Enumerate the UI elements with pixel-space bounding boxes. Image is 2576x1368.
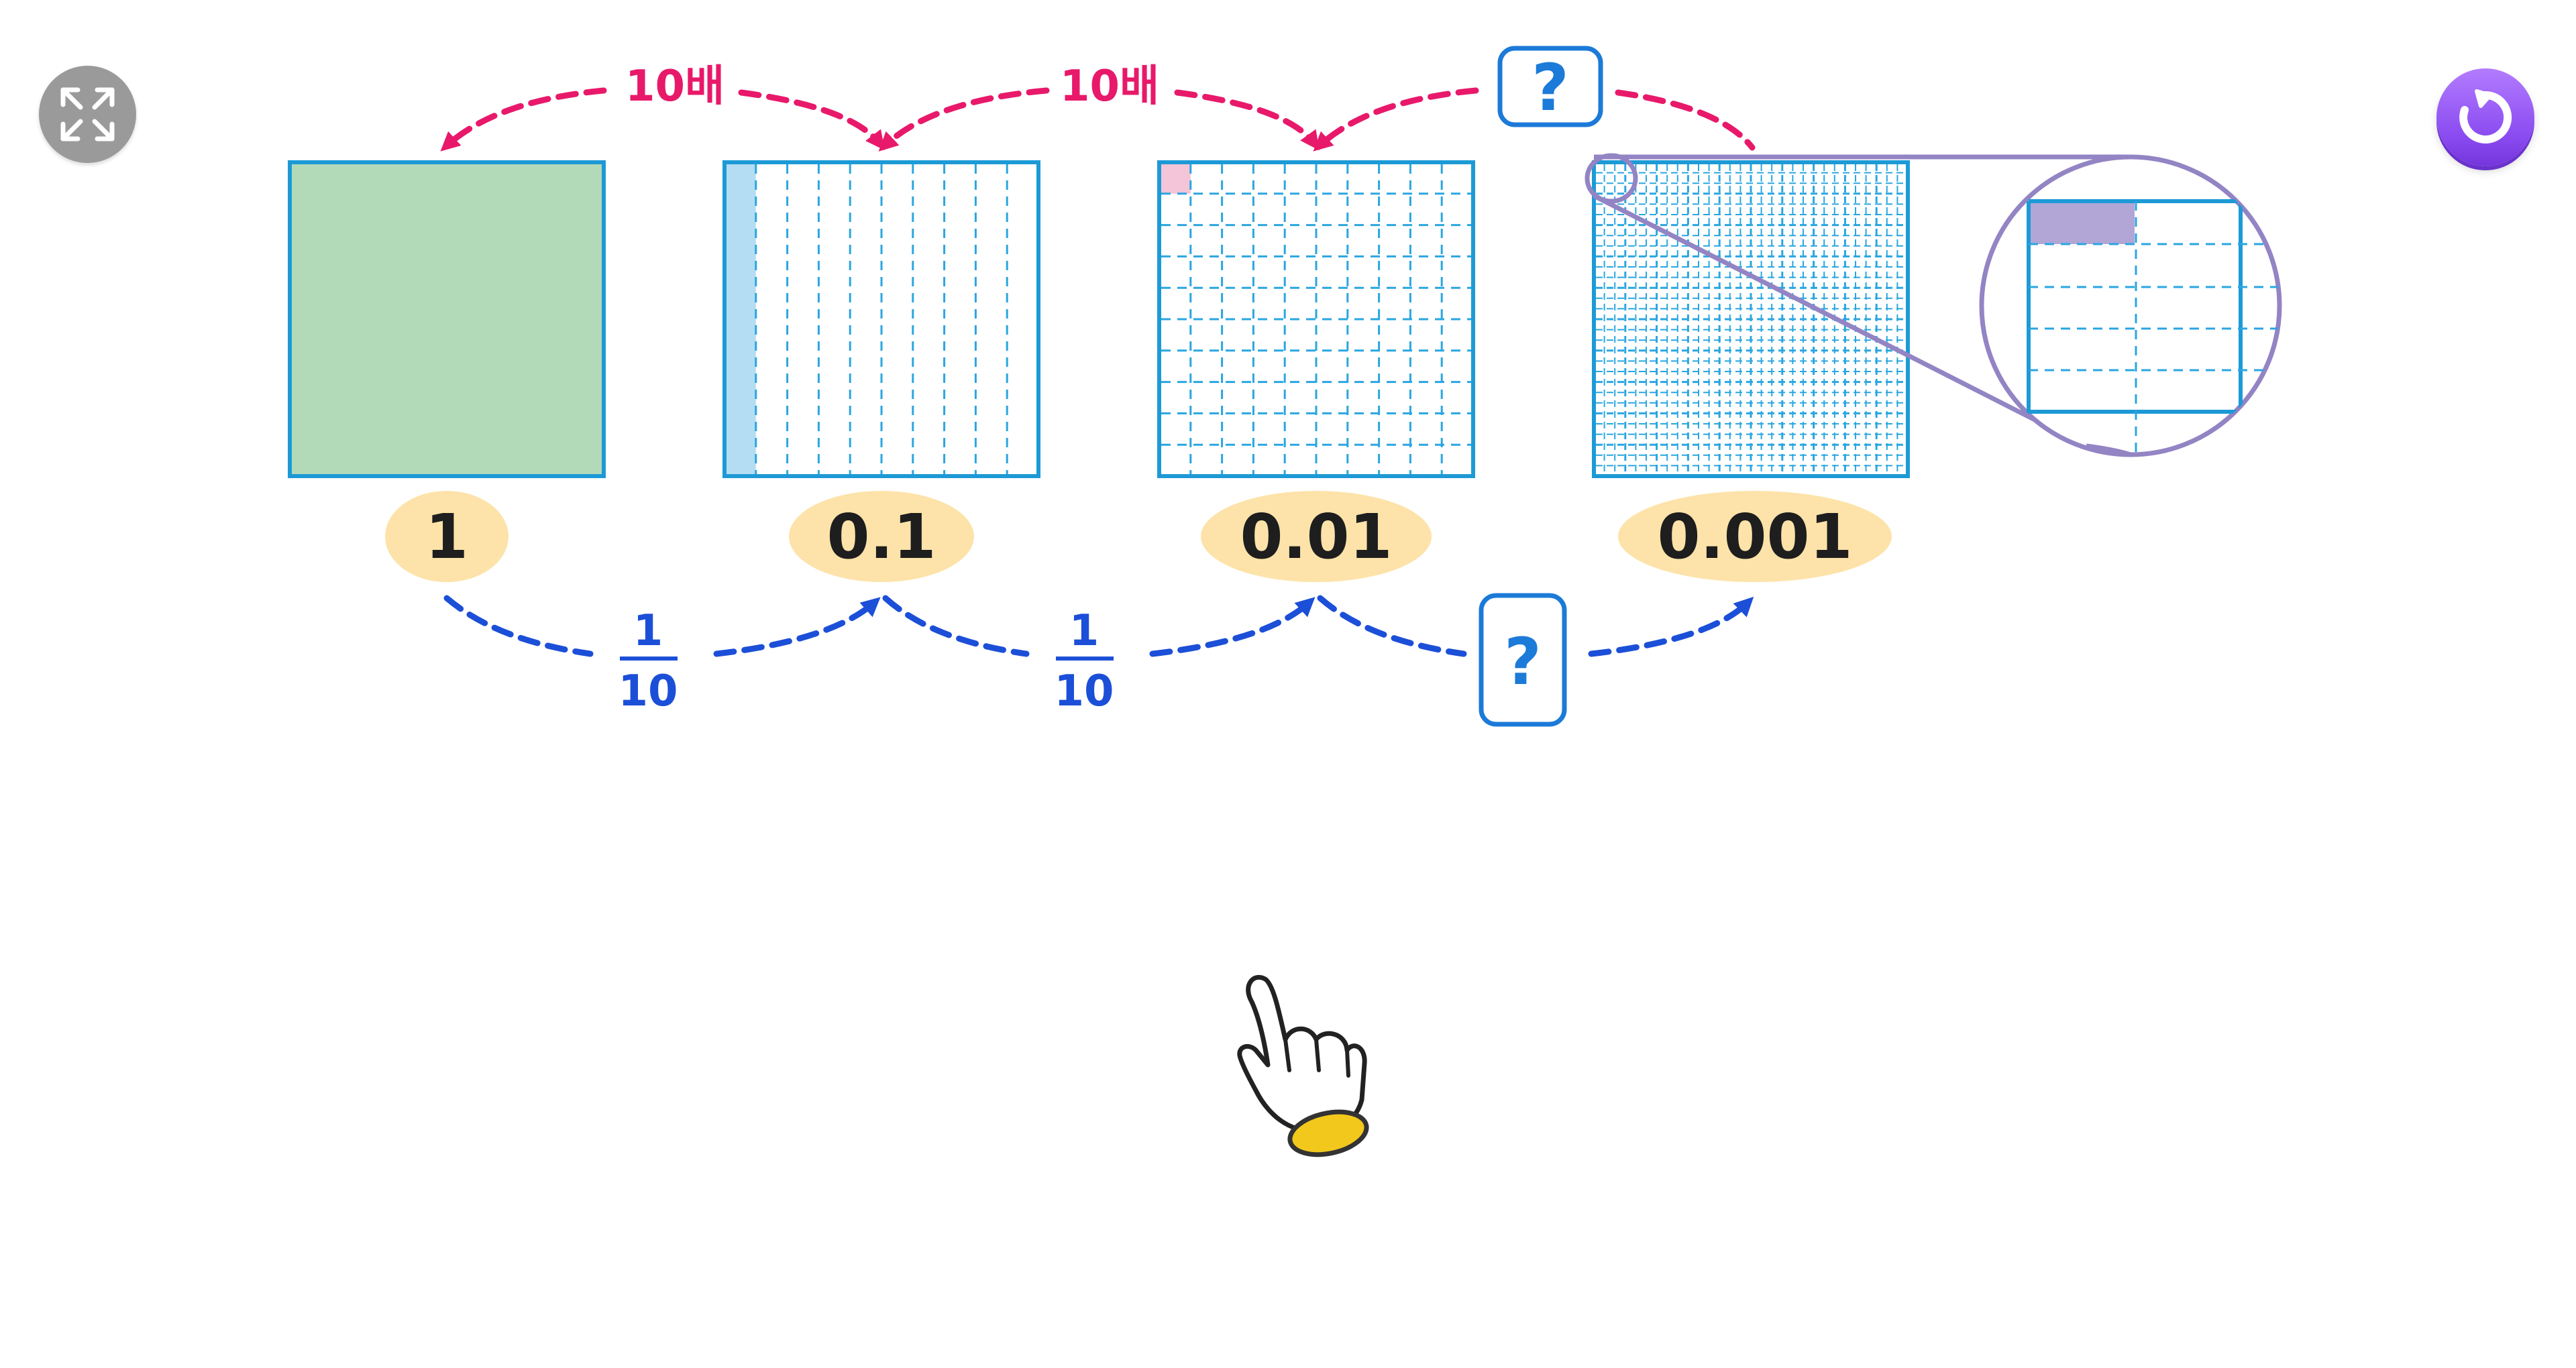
times-unknown-box[interactable]: ? [1497, 46, 1603, 127]
times-arrow-1 [440, 87, 607, 152]
thousandths-dense-lines [1596, 164, 1906, 474]
magnified-shaded-cell [2029, 203, 2135, 244]
value-bubble-0-01: 0.01 [1201, 491, 1432, 582]
svg-text:1: 1 [1069, 606, 1099, 656]
value-bubble-1: 1 [385, 491, 508, 582]
svg-text:10: 10 [618, 667, 678, 716]
reset-button[interactable] [2436, 68, 2534, 166]
hundredths-grid [1157, 160, 1475, 478]
times-label-2: 10배 [1060, 62, 1159, 111]
fraction-unknown-label: ? [1504, 624, 1542, 699]
fraction-arrow-3 [1317, 595, 1467, 657]
refresh-icon [2459, 89, 2512, 144]
times-unknown-label: ? [1532, 50, 1569, 125]
value-label-0-1: 0.1 [827, 501, 936, 573]
expand-arrows-icon [60, 87, 115, 141]
fraction-arrow-1-head [713, 597, 881, 657]
value-label-0-01: 0.01 [1240, 501, 1393, 573]
tenths-dashed-lines [755, 164, 1008, 474]
times-label-1: 10배 [625, 62, 724, 111]
shaded-hundredth [1161, 164, 1191, 194]
times-arrow-1-tail [738, 89, 885, 151]
magnifier-source-circle [1585, 153, 1638, 204]
value-bubble-0-001: 0.001 [1618, 491, 1892, 582]
fraction-label-1: 1 10 [618, 606, 678, 716]
svg-text:1: 1 [633, 606, 663, 656]
pointing-hand-icon [1237, 974, 1369, 1157]
value-bubble-0-1: 0.1 [789, 491, 974, 582]
value-label-0-001: 0.001 [1657, 501, 1852, 573]
fraction-arrow-1 [443, 595, 594, 657]
value-label-1: 1 [425, 501, 468, 573]
magnifier [1585, 153, 2282, 457]
cursor-cuff [1287, 1109, 1369, 1157]
fraction-arrow-2 [882, 595, 1030, 657]
times-arrow-2 [878, 87, 1050, 152]
times-arrow-3-tail [1615, 89, 1756, 151]
hundredths-dashed-lines [1161, 164, 1471, 474]
shaded-tenth [727, 164, 756, 474]
times-arrow-2-tail [1174, 89, 1320, 151]
svg-text:10: 10 [1054, 667, 1114, 716]
times-arrow-3 [1313, 87, 1479, 152]
whole-square [288, 160, 606, 478]
fraction-unknown-box[interactable]: ? [1479, 593, 1567, 727]
tenths-grid [722, 160, 1040, 478]
fullscreen-button[interactable] [39, 66, 136, 163]
thousandths-grid [1592, 160, 1910, 478]
fraction-arrow-2-head [1149, 597, 1316, 657]
fraction-label-2: 1 10 [1054, 606, 1114, 716]
fraction-arrow-3-head [1588, 596, 1754, 657]
